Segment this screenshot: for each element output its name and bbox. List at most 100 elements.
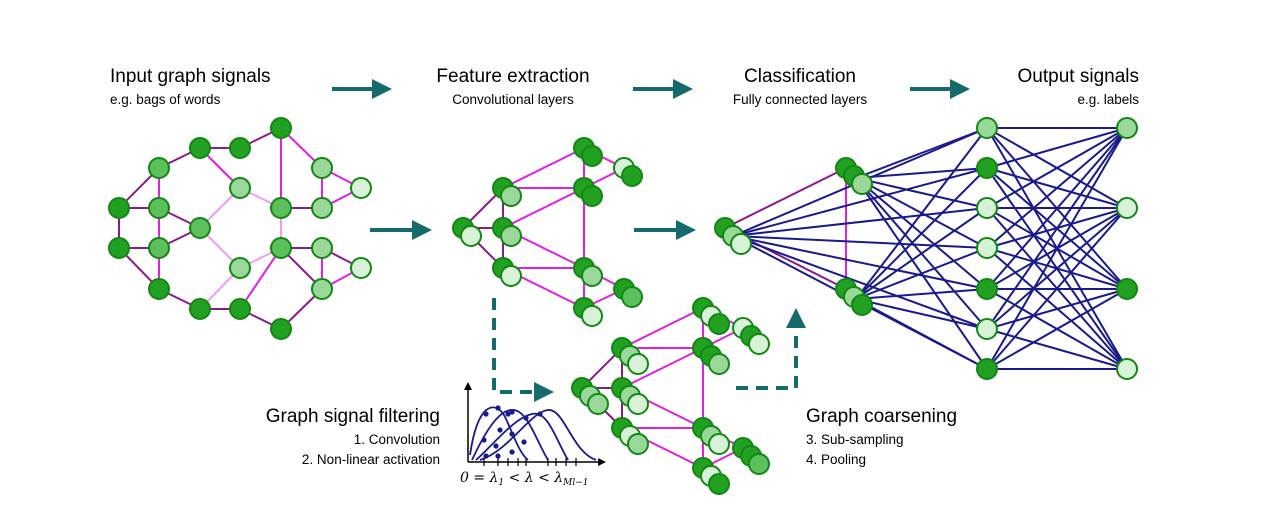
coarsened-graph-node bbox=[627, 393, 649, 415]
fc-layer-node bbox=[976, 117, 998, 139]
filter-sample-point bbox=[493, 443, 499, 449]
fc-hidden-node bbox=[851, 294, 873, 316]
coarsened-graph-node bbox=[708, 433, 730, 455]
coarsened-graph-node bbox=[627, 433, 649, 455]
fc-layer-node bbox=[976, 318, 998, 340]
conv-graph-node bbox=[621, 165, 643, 187]
conv-graph-node bbox=[500, 265, 522, 287]
coarsened-graph-edge bbox=[621, 347, 704, 389]
input-graph-node bbox=[229, 177, 251, 199]
heading-output-title: Output signals bbox=[1018, 66, 1139, 87]
filter-sample-point bbox=[509, 449, 515, 455]
heading-input-title: Input graph signals bbox=[110, 66, 271, 87]
input-graph-node bbox=[148, 157, 170, 179]
filter-y-arrowhead bbox=[464, 382, 472, 390]
conv-graph-node bbox=[621, 286, 643, 308]
conv-graph-node bbox=[500, 225, 522, 247]
input-graph-node bbox=[350, 257, 372, 279]
fc-edge bbox=[986, 127, 1128, 370]
input-graph-node bbox=[148, 197, 170, 219]
input-graph-node bbox=[189, 217, 211, 239]
fc-hidden-node bbox=[851, 173, 873, 195]
input-graph-node bbox=[270, 117, 292, 139]
coarsened-graph bbox=[571, 297, 770, 495]
fc-edge bbox=[855, 207, 988, 300]
filter-curve bbox=[479, 409, 597, 461]
heading-feature-subtitle: Convolutional layers bbox=[452, 92, 574, 107]
input-graph-node bbox=[229, 257, 251, 279]
conv-graph-node bbox=[460, 225, 482, 247]
fc-edge bbox=[732, 167, 988, 237]
input-graph-node bbox=[148, 237, 170, 259]
fc-layer-node bbox=[976, 278, 998, 300]
coarsened-graph-node bbox=[627, 353, 649, 375]
fc-edge bbox=[724, 167, 847, 229]
dashed-arrow-filtering bbox=[492, 298, 554, 402]
filter-x-arrowhead bbox=[598, 458, 606, 466]
fc-input-node bbox=[730, 233, 752, 255]
fc-edge bbox=[986, 127, 1128, 169]
filter-curve bbox=[471, 409, 549, 461]
input-graph-edge bbox=[239, 247, 282, 310]
fc-layer-node bbox=[976, 358, 998, 380]
input-graph-node bbox=[311, 197, 333, 219]
fc-edge bbox=[986, 328, 1128, 370]
filter-sample-point bbox=[481, 437, 487, 443]
fc-edge bbox=[986, 207, 1128, 330]
input-graph-node bbox=[189, 298, 211, 320]
fc-edge bbox=[986, 127, 1128, 209]
fc-layer-node bbox=[976, 197, 998, 219]
output-node bbox=[1116, 278, 1138, 300]
coarsened-graph-node bbox=[708, 313, 730, 335]
fc-edge bbox=[855, 298, 988, 370]
heading-feature-title: Feature extraction bbox=[436, 66, 589, 87]
filtering-step2: 2. Non-linear activation bbox=[302, 452, 440, 467]
fc-edge bbox=[986, 127, 1128, 249]
output-node bbox=[1116, 197, 1138, 219]
filter-sample-point bbox=[483, 453, 489, 459]
filter-sample-point bbox=[497, 427, 503, 433]
fc-layer-node bbox=[976, 157, 998, 179]
fc-edge bbox=[986, 127, 1128, 330]
fc-edge bbox=[855, 177, 988, 209]
input-graph-node bbox=[270, 237, 292, 259]
filter-sample-point bbox=[495, 453, 501, 459]
filter-sample-point bbox=[523, 415, 529, 421]
fc-edge bbox=[986, 288, 1128, 330]
fc-edge bbox=[855, 298, 988, 330]
input-graph-node bbox=[311, 278, 333, 300]
filter-curve bbox=[475, 412, 569, 461]
dashed-arrow-coarsening bbox=[736, 308, 806, 390]
heading-output-subtitle: e.g. labels bbox=[1077, 92, 1139, 107]
filter-axis-formula: 0 = λ1 < λ < λMl−1 bbox=[460, 470, 589, 488]
filter-plot bbox=[464, 382, 606, 466]
filtering-step1: 1. Convolution bbox=[354, 432, 440, 447]
output-node bbox=[1116, 117, 1138, 139]
fc-edge bbox=[855, 167, 988, 179]
fc-edge bbox=[855, 288, 988, 300]
filter-sample-point bbox=[495, 405, 501, 411]
coarsened-graph-node bbox=[708, 353, 730, 375]
heading-input-subtitle: e.g. bags of words bbox=[110, 92, 221, 107]
heading-classification-title: Classification bbox=[744, 66, 856, 87]
fc-edge bbox=[986, 207, 1128, 370]
input-graph bbox=[108, 117, 372, 340]
coarsened-graph-node bbox=[748, 453, 770, 475]
fc-edge bbox=[986, 127, 1128, 290]
conv-graph-node bbox=[500, 185, 522, 207]
input-graph-node bbox=[229, 298, 251, 320]
fc-edge bbox=[732, 207, 988, 237]
filter-sample-point bbox=[505, 411, 511, 417]
conv-graph-edge bbox=[502, 147, 585, 189]
coarsening-step4: 4. Pooling bbox=[806, 452, 866, 467]
input-graph-node bbox=[270, 197, 292, 219]
output-node bbox=[1116, 358, 1138, 380]
input-graph-node bbox=[311, 237, 333, 259]
filter-sample-point bbox=[509, 409, 515, 415]
coarsened-graph-node bbox=[748, 333, 770, 355]
filter-curve bbox=[469, 406, 529, 461]
filtering-title: Graph signal filtering bbox=[266, 406, 440, 427]
filter-sample-point bbox=[537, 411, 543, 417]
fc-layer-node bbox=[976, 237, 998, 259]
